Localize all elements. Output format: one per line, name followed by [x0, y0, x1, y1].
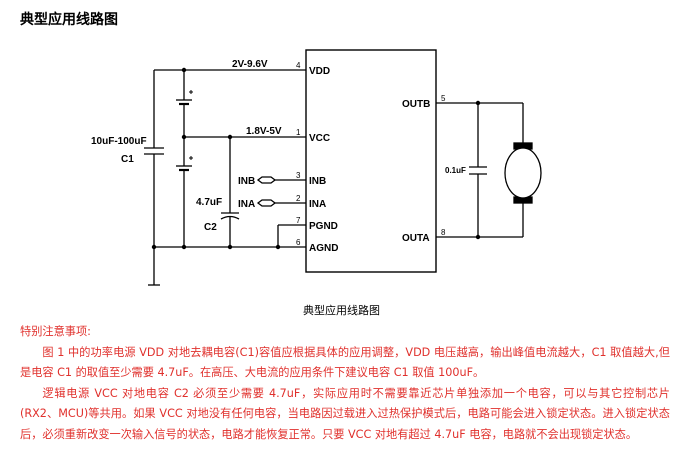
figure-caption: 典型应用线路图 — [303, 304, 380, 317]
vcc-range-label: 1.8V-5V — [246, 126, 282, 137]
notes-paragraph-1: 图 1 中的功率电源 VDD 对地去耦电容(C1)容值应根据具体的应用调整，VD… — [20, 345, 670, 380]
cap-out-value-label: 0.1uF — [445, 166, 466, 175]
pin-label-agnd: AGND — [309, 243, 338, 254]
c1-name-label: C1 — [121, 154, 134, 165]
pin-label-outa: OUTA — [402, 233, 430, 244]
c2-name-label: C2 — [204, 222, 217, 233]
pin-num-outb: 5 — [441, 94, 446, 103]
circuit-schematic: 4 1 3 2 7 6 5 8 VDD VCC INB INA PGND AGN… — [91, 49, 542, 286]
notes-paragraph-2: 逻辑电源 VCC 对地电容 C2 必须至少需要 4.7uF，实际应用时不需要靠近… — [20, 386, 670, 441]
page-title: 典型应用线路图 — [20, 12, 118, 28]
pin-num-vcc: 1 — [296, 128, 301, 137]
pin-label-ina: INA — [309, 199, 326, 210]
pin-num-pgnd: 7 — [296, 216, 301, 225]
pin-num-outa: 8 — [441, 228, 446, 237]
notes-section: 特别注意事项: 图 1 中的功率电源 VDD 对地去耦电容(C1)容值应根据具体… — [20, 322, 670, 446]
pin-label-vdd: VDD — [309, 66, 330, 77]
c1-value-label: 10uF-100uF — [91, 136, 147, 147]
c2-value-label: 4.7uF — [196, 197, 222, 208]
pin-label-outb: OUTB — [402, 99, 430, 110]
vdd-range-label: 2V-9.6V — [232, 59, 268, 70]
pin-label-vcc: VCC — [309, 133, 330, 144]
chip-body — [305, 49, 437, 273]
pin-num-vdd: 4 — [296, 61, 301, 70]
input-ina-label: INA — [238, 199, 255, 210]
pin-num-inb: 3 — [296, 171, 301, 180]
pin-num-agnd: 6 — [296, 238, 301, 247]
pin-label-inb: INB — [309, 176, 326, 187]
pin-label-pgnd: PGND — [309, 221, 338, 232]
notes-title: 特别注意事项: — [20, 325, 91, 338]
motor-body — [504, 147, 542, 199]
input-inb-label: INB — [238, 176, 255, 187]
pin-num-ina: 2 — [296, 194, 301, 203]
